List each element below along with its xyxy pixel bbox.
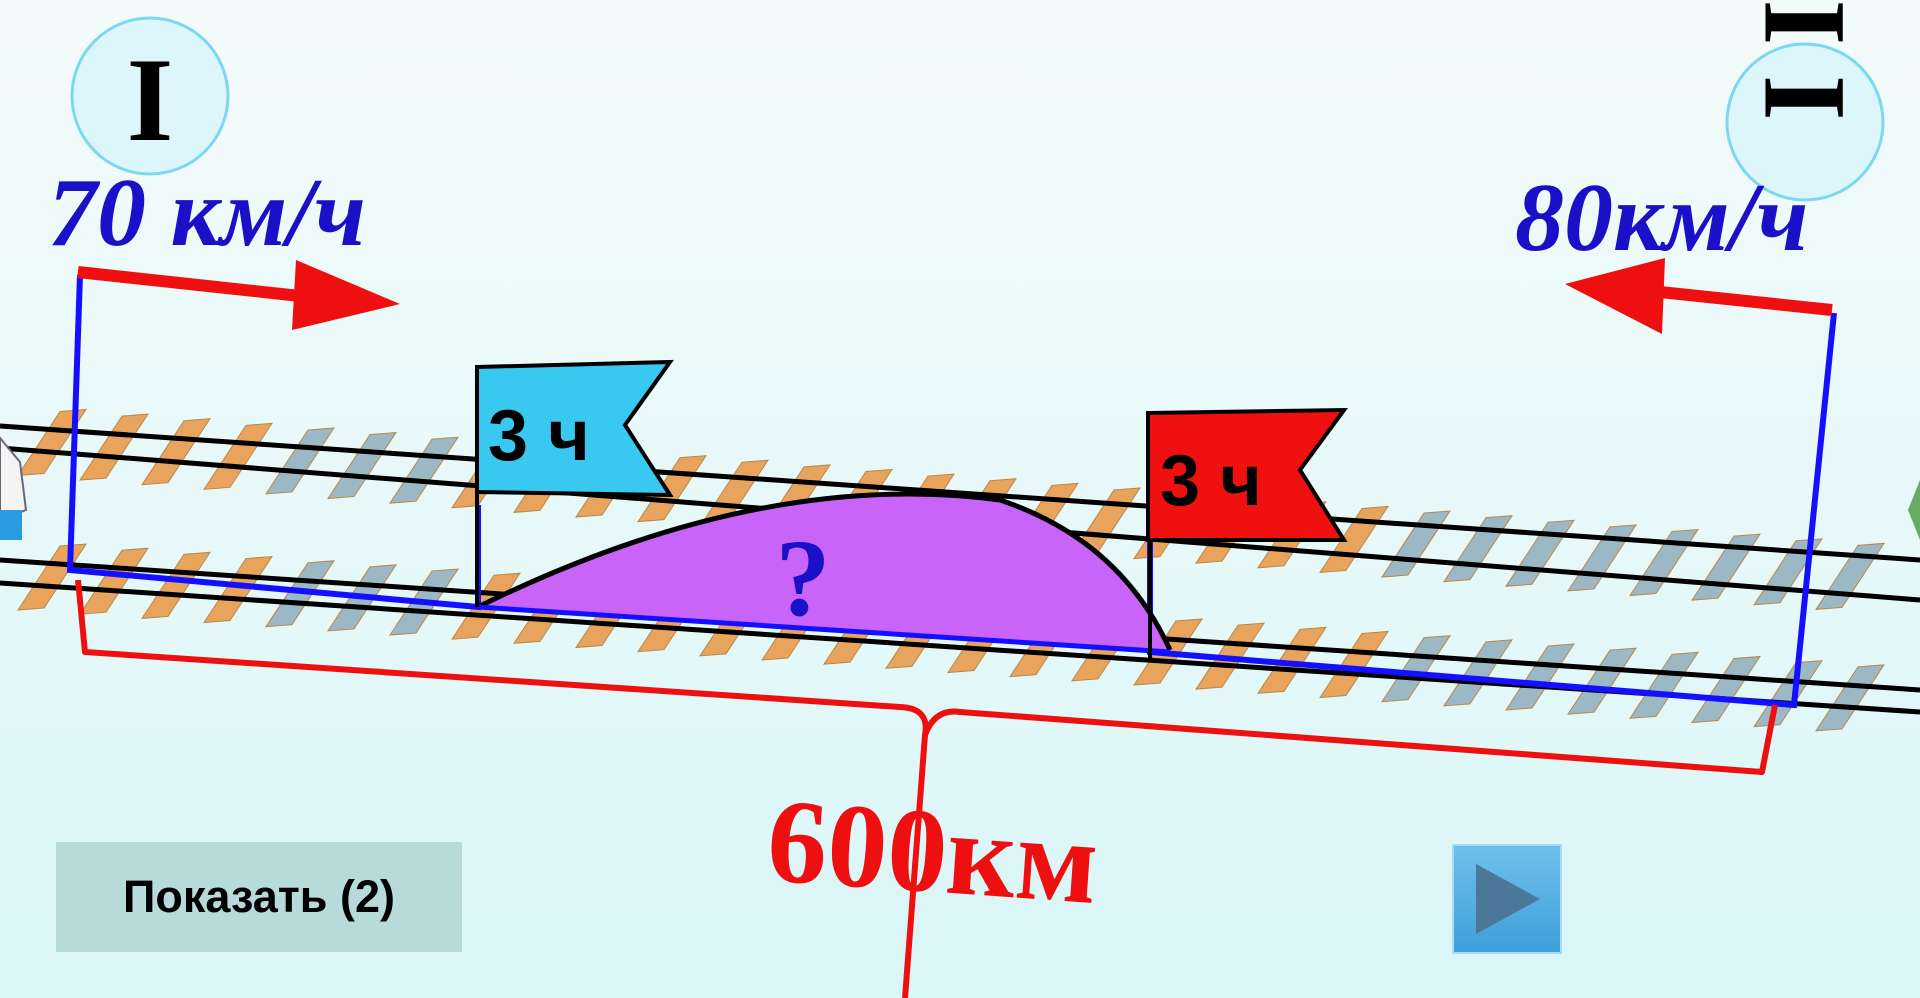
sleeper — [1257, 626, 1327, 694]
unknown-distance-question-mark: ? — [776, 517, 831, 639]
show-button[interactable]: Показать (2) — [56, 842, 462, 952]
sleeper — [1443, 639, 1513, 707]
total-distance-brace — [75, 579, 1778, 998]
train-1-badge: I — [70, 16, 230, 176]
sleeper — [1815, 664, 1885, 732]
sleeper — [265, 427, 335, 495]
sleeper — [1753, 660, 1823, 728]
play-triangle-icon — [1476, 864, 1540, 934]
sleeper — [327, 431, 397, 500]
sleeper — [203, 422, 273, 490]
flag-1-label: 3 ч — [488, 396, 590, 476]
train-1-direction-arrow — [77, 260, 400, 330]
sleeper — [1629, 651, 1699, 719]
sleeper — [1381, 635, 1451, 703]
next-slide-button[interactable] — [1452, 844, 1562, 954]
sleeper — [203, 555, 273, 624]
svg-text:I: I — [127, 33, 174, 166]
sleeper — [389, 436, 459, 504]
show-button-label: Показать (2) — [123, 871, 395, 922]
flag-1 — [475, 359, 674, 498]
train-1-speed: 70 км/ч — [48, 159, 366, 267]
train-2-locomotive — [1908, 480, 1920, 540]
sleeper — [17, 543, 87, 611]
unknown-distance-hump — [478, 494, 1170, 650]
sleeper — [79, 547, 149, 615]
flag-2 — [1146, 407, 1348, 542]
flag-2-label: 3 ч — [1160, 441, 1262, 521]
sleeper — [141, 418, 211, 486]
train-2-direction-arrow — [1565, 258, 1833, 334]
sleeper — [1319, 630, 1389, 699]
sleeper — [1505, 643, 1575, 711]
total-distance-label: 600км — [763, 773, 1102, 929]
sleeper — [1567, 647, 1637, 715]
sleeper — [1691, 655, 1761, 724]
svg-text:I I: I I — [1740, 0, 1871, 121]
train-2-badge: I I — [1725, 0, 1885, 202]
sleeper — [79, 413, 149, 481]
train-1-locomotive — [0, 436, 28, 540]
train-2-speed: 80км/ч — [1515, 164, 1808, 272]
sleeper — [141, 551, 211, 619]
